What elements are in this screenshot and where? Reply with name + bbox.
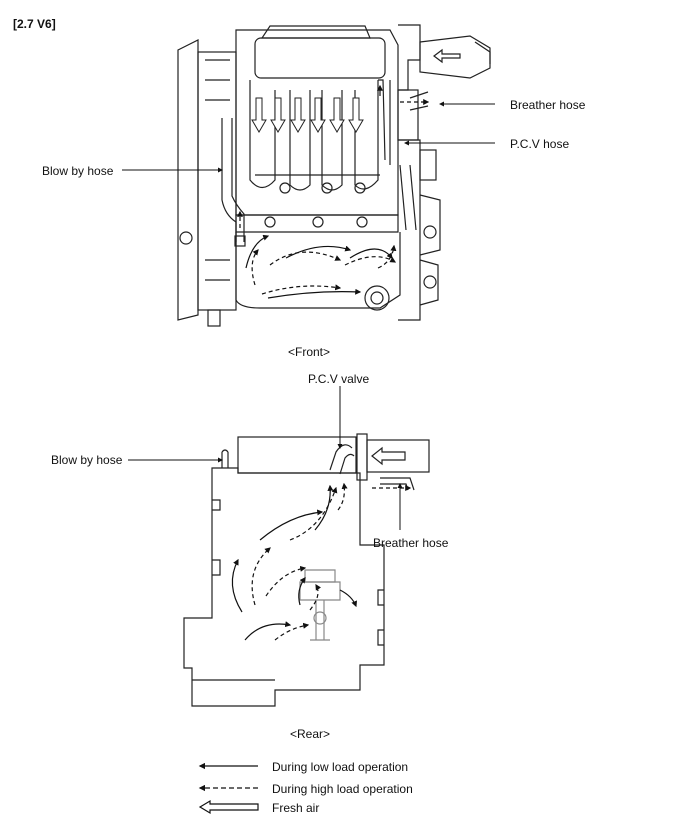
legend-low-load-label: During low load operation	[272, 760, 409, 774]
front-flow-arrows	[237, 84, 430, 299]
legend-high-load-label: During high load operation	[272, 782, 413, 796]
front-blow-by-hose-label: Blow by hose	[42, 164, 114, 178]
rear-engine-drawing	[183, 433, 430, 707]
rear-pcv-valve-label: P.C.V valve	[308, 372, 370, 386]
front-engine-drawing	[177, 24, 491, 327]
legend-icons	[198, 762, 259, 815]
front-caption: <Front>	[288, 345, 331, 359]
front-leader-lines	[122, 101, 495, 173]
rear-leader-lines	[128, 386, 403, 530]
hollow-arrow-icon	[198, 799, 259, 815]
front-fresh-air-arrow	[433, 48, 461, 64]
legend-fresh-air-label: Fresh air	[272, 801, 320, 815]
diagram-header: [2.7 V6]	[13, 17, 56, 31]
rear-blow-by-hose-label: Blow by hose	[51, 453, 123, 467]
front-pcv-hose-label: P.C.V hose	[510, 137, 570, 151]
rear-flow-arrows	[231, 482, 412, 641]
front-intake-flow-arrows	[251, 97, 364, 133]
front-breather-hose-label: Breather hose	[510, 98, 586, 112]
rear-caption: <Rear>	[290, 727, 331, 741]
rear-breather-hose-label: Breather hose	[373, 536, 449, 550]
rear-fresh-air-arrow	[371, 446, 406, 466]
